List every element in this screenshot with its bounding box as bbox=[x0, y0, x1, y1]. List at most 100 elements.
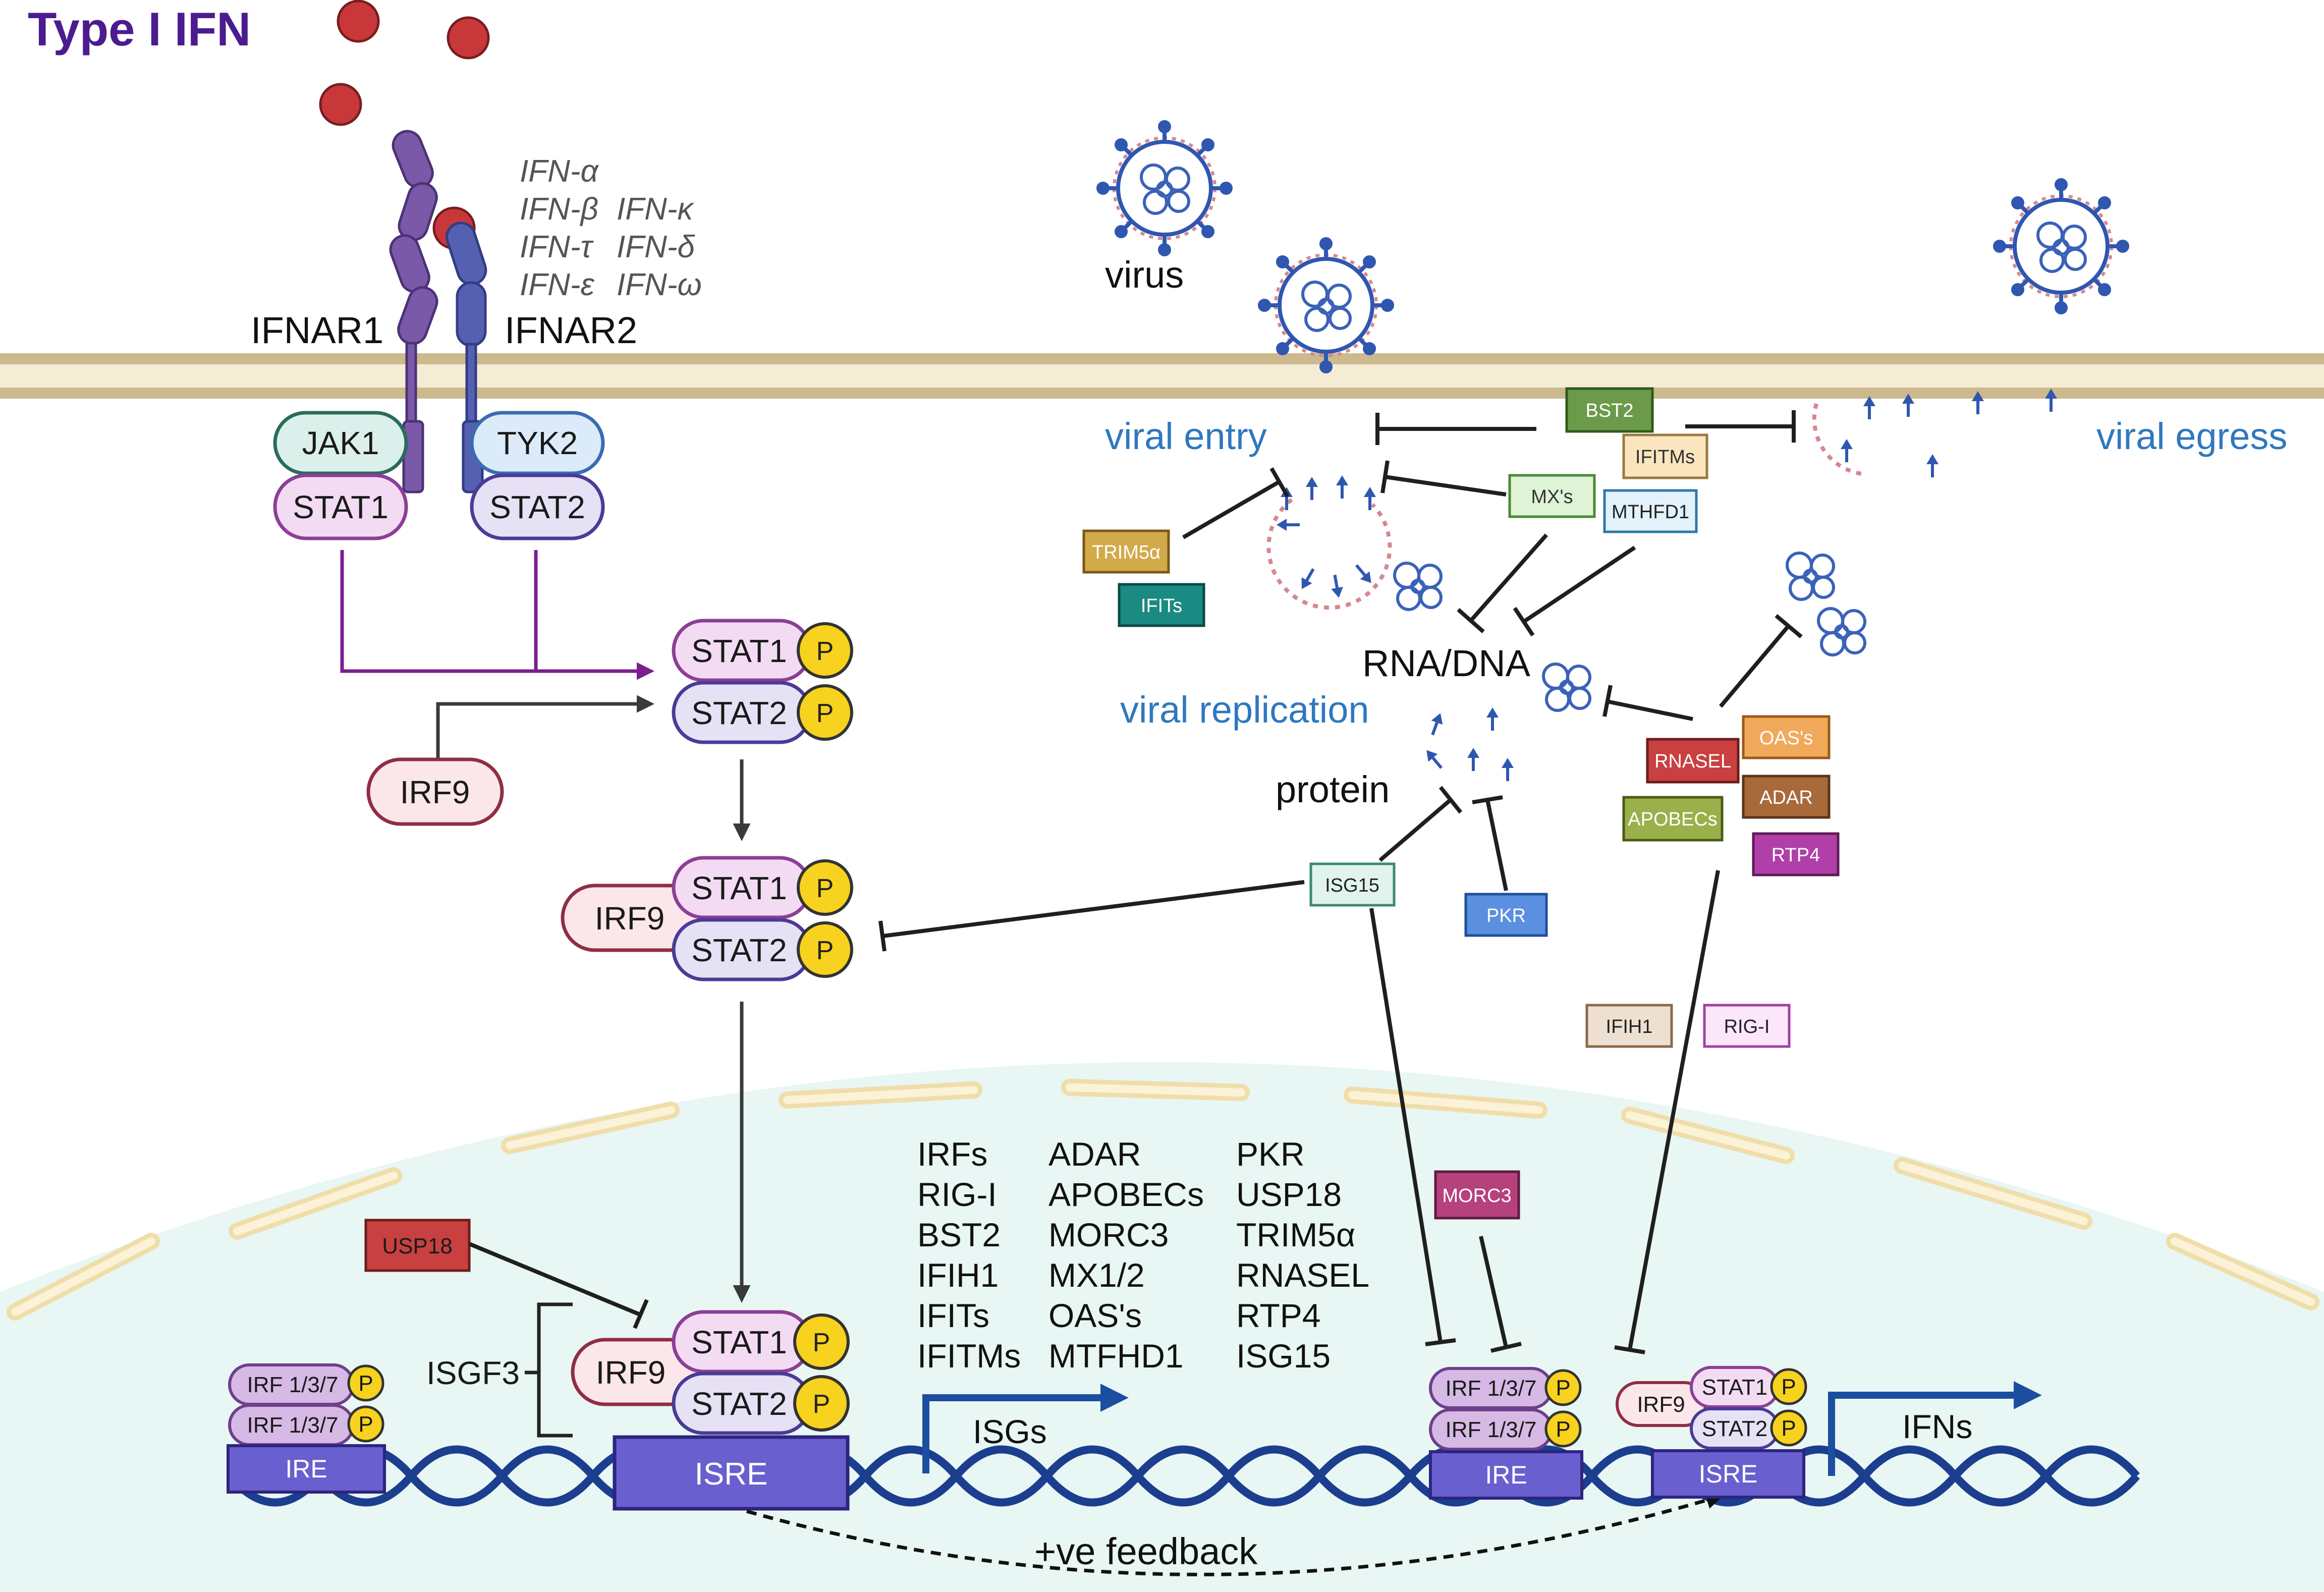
isg-item: USP18 bbox=[1236, 1176, 1342, 1213]
viral-replication-label: viral replication bbox=[1120, 689, 1369, 731]
isg15-box bbox=[1309, 862, 1396, 907]
phosphate bbox=[1544, 1410, 1582, 1448]
isre-label: ISRE bbox=[1699, 1460, 1758, 1488]
isg-item: MORC3 bbox=[1048, 1216, 1169, 1253]
ifn-delta: IFN-δ bbox=[617, 230, 695, 264]
phosphate bbox=[797, 921, 853, 978]
ifn-molecule bbox=[337, 0, 380, 43]
phosphate-label: P bbox=[813, 1328, 831, 1357]
irf9-label: IRF9 bbox=[1637, 1392, 1685, 1417]
isg15-inhibit-protein-bar bbox=[1438, 786, 1463, 814]
phosphate-label: P bbox=[358, 1371, 373, 1396]
isg15-to-irf-line bbox=[1369, 908, 1443, 1343]
isg15-inhibit-line bbox=[882, 880, 1305, 938]
phosphate bbox=[1770, 1368, 1807, 1405]
virus-egress-fragments bbox=[1812, 389, 2057, 477]
rtp4-box bbox=[1752, 832, 1840, 876]
virus-particle-entering bbox=[1260, 239, 1392, 371]
ifits-box bbox=[1118, 583, 1205, 627]
isg-item: MX1/2 bbox=[1048, 1256, 1145, 1294]
rnasel-label: RNASEL bbox=[1654, 751, 1731, 772]
phosphate bbox=[1544, 1369, 1582, 1406]
rnasel-box bbox=[1646, 738, 1740, 784]
rnasel-inhibit-genome-bar bbox=[1775, 614, 1803, 639]
ifn-beta: IFN-β bbox=[520, 192, 598, 227]
stat1-label: STAT1 bbox=[691, 1324, 787, 1360]
ifn-kappa: IFN-κ bbox=[617, 192, 695, 227]
rtp4-to-isre-line bbox=[1628, 870, 1720, 1350]
isgf3-complex-nucleus: IRF9 STAT1 P STAT2 P bbox=[571, 1310, 850, 1435]
isg-item: OAS's bbox=[1048, 1297, 1142, 1334]
isg-item: BST2 bbox=[917, 1216, 1001, 1253]
rtp4-to-isre-bar bbox=[1614, 1345, 1645, 1354]
ifn-molecule bbox=[319, 83, 362, 126]
stat1-label: STAT1 bbox=[691, 633, 787, 669]
morc3-label: MORC3 bbox=[1442, 1185, 1511, 1206]
viral-proteins bbox=[1422, 707, 1514, 781]
ifn-alpha: IFN-α bbox=[520, 154, 599, 189]
isg-item: TRIM5α bbox=[1236, 1216, 1355, 1253]
usp18-box bbox=[364, 1219, 471, 1272]
phosphate-label: P bbox=[358, 1412, 373, 1437]
ifns-transcription-arrow bbox=[1828, 1381, 2042, 1476]
ifn-omega: IFN-ω bbox=[617, 267, 702, 302]
stat2-label: STAT2 bbox=[691, 695, 787, 731]
phosphate bbox=[793, 1375, 850, 1432]
irf137-label: IRF 1/3/7 bbox=[247, 1413, 339, 1438]
ifih1-label: IFIH1 bbox=[1606, 1016, 1653, 1037]
phosphate bbox=[347, 1405, 384, 1443]
mthfd1-inhibit-rna-line bbox=[1522, 545, 1636, 624]
usp18-inhibit-bar bbox=[633, 1299, 649, 1329]
mthfd1-box bbox=[1603, 489, 1698, 533]
jak1-label: JAK1 bbox=[302, 425, 379, 461]
mxs-inhibit-entry-bar bbox=[1380, 460, 1390, 493]
ire-box-left bbox=[227, 1444, 386, 1494]
ifns-label: IFNs bbox=[1902, 1408, 1972, 1445]
irf137-label: IRF 1/3/7 bbox=[247, 1373, 339, 1397]
trim5a-inhibit-line bbox=[1182, 480, 1281, 539]
morc3-inhibit-line bbox=[1479, 1236, 1508, 1348]
isg-list: IRFs RIG-I BST2 IFIH1 IFITs IFITMs ADAR … bbox=[917, 1135, 1369, 1375]
jak1-pill bbox=[273, 411, 408, 475]
apobecs-box bbox=[1622, 796, 1724, 842]
dna-strand bbox=[226, 1445, 2140, 1507]
isg-item: PKR bbox=[1236, 1135, 1305, 1173]
nucleus bbox=[0, 1062, 2324, 1592]
ifn-molecule bbox=[447, 16, 490, 60]
phosphate-label: P bbox=[1556, 1417, 1570, 1442]
viral-genome bbox=[1395, 563, 1441, 610]
ifnar1-receptor bbox=[389, 130, 438, 493]
isg-item: RTP4 bbox=[1236, 1297, 1321, 1334]
morc3-box bbox=[1434, 1170, 1520, 1220]
ifnar2-label: IFNAR2 bbox=[505, 309, 637, 351]
isg-item: IFITMs bbox=[917, 1337, 1021, 1375]
phosphate bbox=[797, 684, 853, 741]
phosphate-label: P bbox=[816, 874, 834, 903]
ifih1-box bbox=[1585, 1004, 1673, 1048]
stat-dimer-phospho: STAT1 P STAT2 P bbox=[672, 619, 853, 744]
trim5a-box bbox=[1082, 529, 1170, 574]
ifits-label: IFITs bbox=[1141, 595, 1182, 617]
bst2-box bbox=[1565, 387, 1654, 433]
irf9-label: IRF9 bbox=[596, 1354, 666, 1391]
membrane-top-edge bbox=[0, 353, 2324, 364]
phosphate-label: P bbox=[813, 1390, 831, 1419]
tyk2-label: TYK2 bbox=[497, 425, 578, 461]
pkr-label: PKR bbox=[1486, 905, 1526, 926]
isre-label: ISRE bbox=[695, 1457, 768, 1492]
ifn-tau: IFN-τ bbox=[520, 230, 594, 264]
adar-label: ADAR bbox=[1759, 787, 1813, 808]
phosphate bbox=[793, 1313, 850, 1370]
isg15-to-irf-bar bbox=[1425, 1338, 1456, 1346]
rigi-label: RIG-I bbox=[1724, 1016, 1770, 1037]
isgs-label: ISGs bbox=[973, 1413, 1047, 1450]
irf9-label: IRF9 bbox=[400, 774, 470, 810]
isre-box-right bbox=[1651, 1449, 1805, 1499]
phosphate-label: P bbox=[816, 637, 834, 666]
stat1-pill-receptor bbox=[273, 473, 408, 540]
phosphate bbox=[1770, 1409, 1807, 1447]
isgs-transcription-arrow bbox=[922, 1384, 1129, 1473]
stat2-pill-receptor bbox=[470, 473, 605, 540]
virus-particle bbox=[1098, 122, 1231, 254]
protein-label: protein bbox=[1276, 768, 1390, 810]
